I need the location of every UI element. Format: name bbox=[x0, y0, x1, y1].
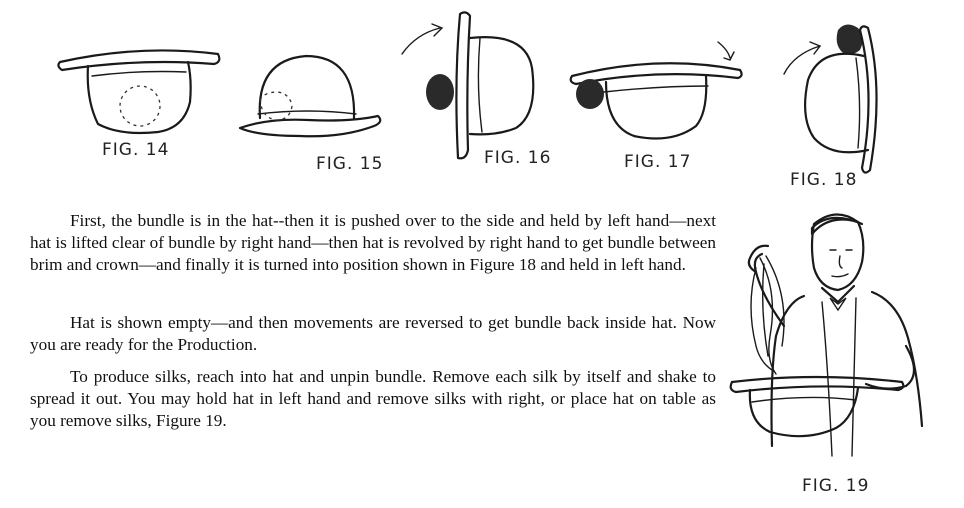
paragraph-1-text: First, the bundle is in the hat--then it… bbox=[30, 211, 716, 274]
performer-producing-silks-drawing bbox=[729, 213, 924, 457]
hat-final-position-drawing bbox=[783, 24, 878, 174]
hat-revolved-drawing bbox=[401, 11, 535, 160]
fig-16-illustration bbox=[396, 10, 566, 160]
paragraph-2-text: Hat is shown empty—and then movements ar… bbox=[30, 313, 716, 354]
fig-15-illustration bbox=[238, 50, 388, 150]
fig-18-label: FIG. 18 bbox=[790, 170, 858, 190]
hat-bundle-inside-drawing bbox=[57, 49, 221, 135]
fig-17-label: FIG. 17 bbox=[624, 152, 692, 172]
fig-19-label: FIG. 19 bbox=[802, 476, 870, 496]
fig-14-illustration bbox=[57, 40, 228, 150]
fig-14-label: FIG. 14 bbox=[102, 140, 170, 160]
paragraph-1: First, the bundle is in the hat--then it… bbox=[30, 210, 716, 276]
paragraph-2: Hat is shown empty—and then movements ar… bbox=[30, 312, 716, 356]
fig-18-illustration bbox=[780, 10, 900, 180]
fig-19-illustration bbox=[726, 206, 940, 466]
hat-bundle-brim-drawing bbox=[569, 41, 743, 140]
fig-15-label: FIG. 15 bbox=[316, 154, 384, 174]
fig-16-label: FIG. 16 bbox=[484, 148, 552, 168]
fig-17-illustration bbox=[568, 36, 748, 156]
bowler-hat-drawing bbox=[238, 54, 382, 138]
paragraph-3: To produce silks, reach into hat and unp… bbox=[30, 366, 716, 432]
paragraph-3-text: To produce silks, reach into hat and unp… bbox=[30, 367, 716, 430]
